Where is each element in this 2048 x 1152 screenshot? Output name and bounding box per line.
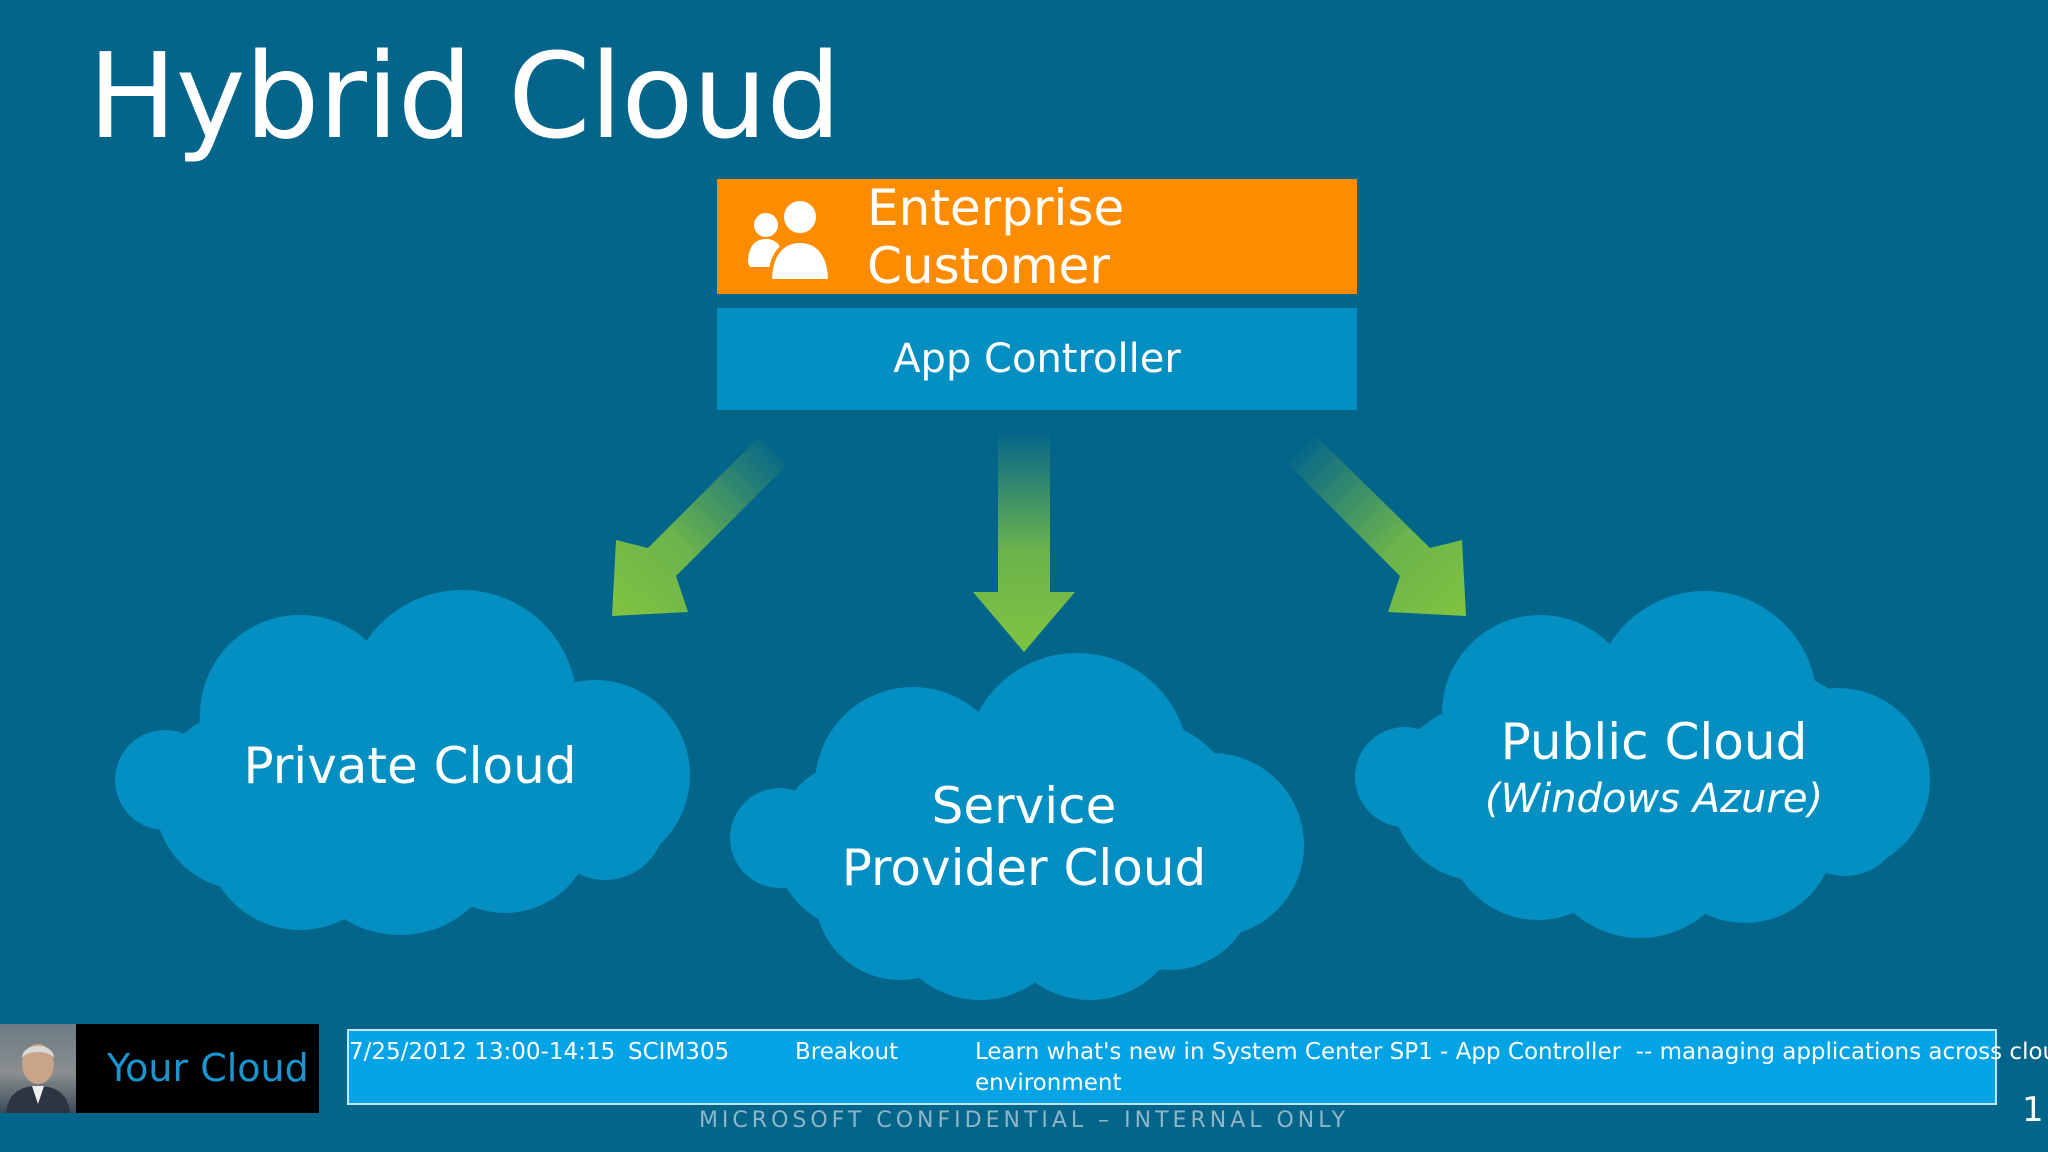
session-description-cont: environment xyxy=(975,1070,1122,1096)
enterprise-customer-box: Enterprise Customer xyxy=(717,178,1357,295)
public-cloud-title: Public Cloud xyxy=(1500,713,1808,771)
people-icon xyxy=(748,197,833,283)
public-cloud-label: Public Cloud (Windows Azure) xyxy=(1454,711,1854,825)
arrow-left xyxy=(612,436,788,616)
private-cloud-shape xyxy=(115,590,690,935)
slide-title: Hybrid Cloud xyxy=(88,27,841,165)
arrow-right xyxy=(1288,436,1466,616)
session-type: Breakout xyxy=(795,1039,899,1065)
session-datetime: 7/25/2012 13:00-14:15 xyxy=(349,1039,616,1065)
public-cloud-subtitle: (Windows Azure) xyxy=(1484,776,1824,822)
service-provider-cloud-label: Service Provider Cloud xyxy=(824,775,1224,899)
page-number: 1 xyxy=(2022,1090,2044,1130)
avatar xyxy=(0,1024,76,1113)
arrow-center xyxy=(973,430,1075,652)
private-cloud-label: Private Cloud xyxy=(243,737,577,795)
service-provider-line2: Provider Cloud xyxy=(841,839,1207,897)
confidential-notice: MICROSOFT CONFIDENTIAL – INTERNAL ONLY xyxy=(698,1108,1350,1133)
public-cloud-shape xyxy=(1355,591,1930,938)
session-code: SCIM305 xyxy=(628,1039,730,1065)
presenter-panel: Your Cloud xyxy=(0,1024,319,1113)
presenter-title: Your Cloud xyxy=(107,1046,309,1090)
service-provider-cloud-shape xyxy=(730,653,1304,1000)
enterprise-customer-label: Enterprise Customer xyxy=(867,178,1125,295)
app-controller-box: App Controller xyxy=(717,308,1357,410)
service-provider-line1: Service xyxy=(931,777,1117,835)
session-description: Learn what's new in System Center SP1 - … xyxy=(975,1039,2048,1065)
session-info-bar: 7/25/2012 13:00-14:15 SCIM305 Breakout L… xyxy=(347,1029,2048,1105)
